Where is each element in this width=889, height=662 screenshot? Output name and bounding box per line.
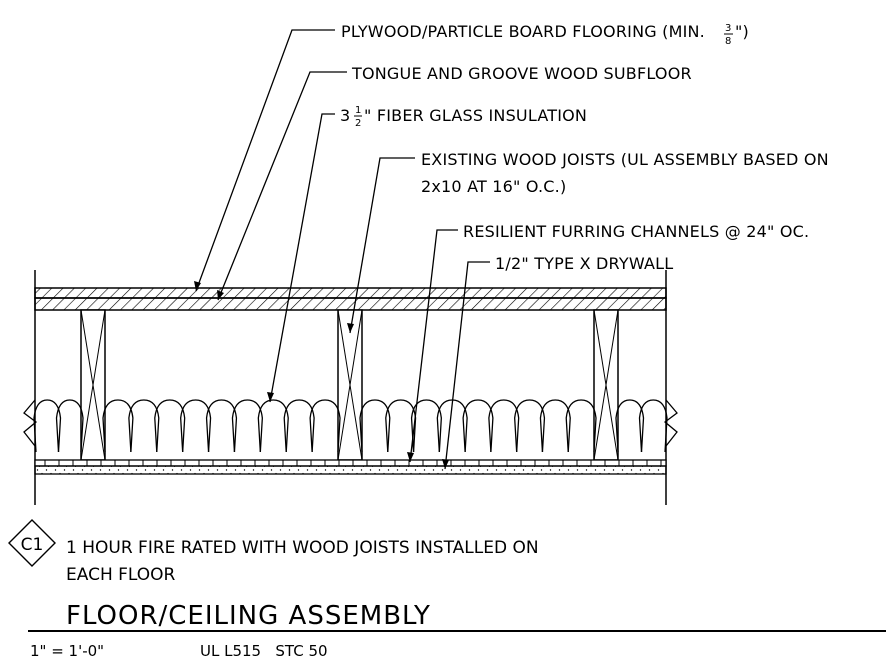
callout-subfloor: TONGUE AND GROOVE WOOD SUBFLOOR — [351, 64, 692, 83]
insulation-loop — [385, 399, 417, 453]
insulation-loop — [33, 399, 62, 453]
joist-left — [80, 309, 106, 461]
leader-plywood — [195, 29, 335, 292]
leader-insulation — [269, 113, 335, 403]
arrow-insulation — [267, 392, 274, 402]
insulation-loop — [205, 399, 238, 453]
insulation-loop — [359, 399, 391, 453]
insulation-loop — [309, 399, 341, 453]
insulation-loop — [638, 399, 668, 453]
callout-plywood-fraction-num: 3 — [725, 23, 732, 34]
break-line-left — [23, 399, 38, 447]
insulation-loop — [488, 399, 520, 453]
plywood-layer — [34, 287, 667, 299]
furring-channel-layer — [34, 459, 667, 467]
insulation-loop — [231, 399, 263, 453]
callout-joists-line1: EXISTING WOOD JOISTS (UL ASSEMBLY BASED … — [421, 150, 829, 169]
callout-insulation-fraction-den: 2 — [355, 118, 362, 129]
callout-plywood-close: ") — [735, 22, 749, 41]
insulation-loop — [55, 399, 84, 453]
callout-channels: RESILIENT FURRING CHANNELS @ 24" OC. — [463, 222, 809, 241]
insulation-loop — [180, 399, 212, 453]
arrow-channels — [407, 452, 414, 462]
detail-note-line2: EACH FLOOR — [66, 565, 176, 585]
callout-plywood: PLYWOOD/PARTICLE BOARD FLOORING (MIN. — [341, 22, 705, 41]
insulation-loop — [102, 399, 134, 453]
furring-channel-ticks — [44, 460, 662, 466]
detail-title: FLOOR/CEILING ASSEMBLY — [66, 601, 431, 631]
joist-right — [593, 309, 619, 461]
insulation-loop — [410, 399, 442, 453]
insulation-loop — [462, 399, 494, 453]
arrow-plywood — [194, 281, 201, 291]
callout-drywall: 1/2" TYPE X DRYWALL — [495, 254, 673, 273]
leader-subfloor — [217, 71, 347, 301]
arrow-drywall — [442, 459, 449, 469]
insulation-loop — [514, 399, 546, 453]
arrow-subfloor — [217, 290, 224, 300]
insulation-loop — [615, 399, 645, 453]
insulation-loop — [539, 399, 571, 453]
detail-scale: 1" = 1'-0" — [30, 642, 104, 660]
insulation-loop — [565, 399, 597, 453]
insulation-loop — [154, 399, 186, 453]
detail-tag-diamond — [8, 519, 56, 567]
callout-insulation-whole: 3 — [340, 106, 350, 125]
detail-note-line1: 1 HOUR FIRE RATED WITH WOOD JOISTS INSTA… — [66, 538, 539, 558]
leader-joists — [349, 157, 415, 334]
drywall-layer — [34, 465, 667, 475]
break-line-right — [663, 399, 678, 447]
detail-rating: UL L515 STC 50 — [200, 642, 328, 660]
insulation-loop — [128, 399, 160, 453]
insulation-loop — [283, 399, 315, 453]
detail-tag-label: C1 — [21, 535, 44, 555]
insulation-loop — [257, 399, 289, 453]
callout-insulation-fraction-num: 1 — [355, 105, 362, 116]
callout-insulation-rest: " FIBER GLASS INSULATION — [364, 106, 587, 125]
arrow-joists — [347, 323, 354, 333]
callout-joists-line2: 2x10 AT 16" O.C.) — [421, 177, 566, 196]
leader-channels — [409, 229, 458, 463]
subfloor-layer — [34, 297, 667, 311]
callout-plywood-fraction-den: 8 — [725, 36, 732, 47]
insulation-batts — [33, 399, 668, 453]
leader-drywall — [444, 261, 490, 470]
